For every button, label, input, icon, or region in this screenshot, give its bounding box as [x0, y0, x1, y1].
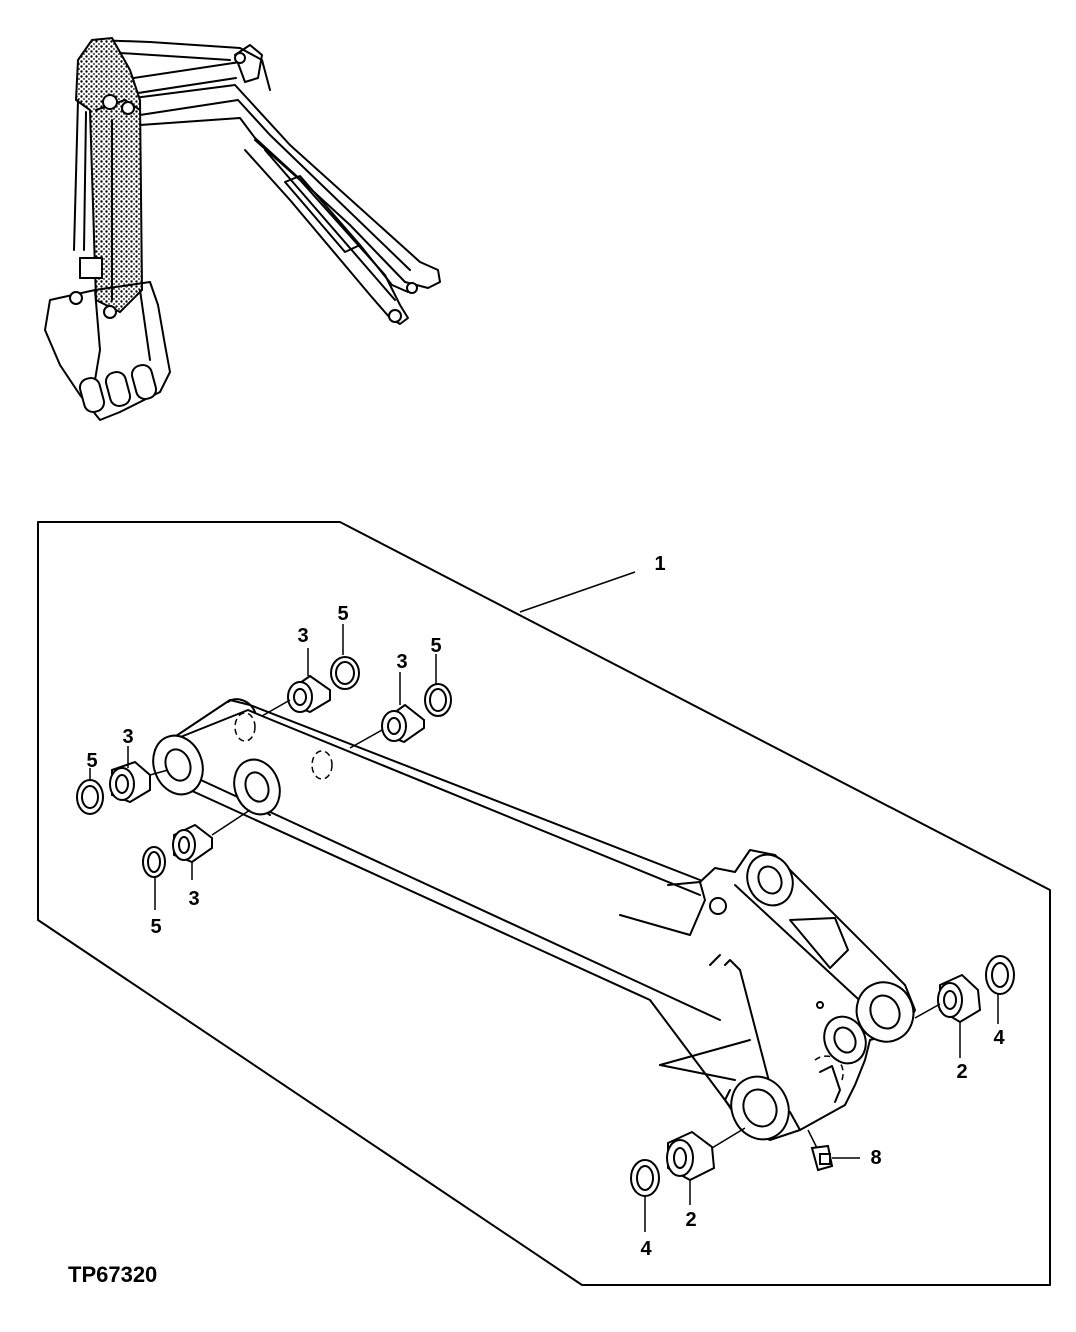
callout-5-top-b: 5 [430, 635, 441, 657]
washer-top-b [424, 683, 452, 717]
callout-3-left-a: 3 [122, 726, 133, 748]
bushing-top-b [349, 703, 425, 749]
callout-1: 1 [654, 553, 665, 575]
bushing-left-a [109, 760, 169, 804]
callout-5-left-a: 5 [86, 750, 97, 772]
leader-lines [89, 571, 999, 1232]
callout-5-left-b: 5 [150, 916, 161, 938]
callout-3-left-b: 3 [188, 888, 199, 910]
detail-frame [37, 521, 1051, 1286]
callout-3-top-a: 3 [297, 625, 308, 647]
bushing-end-bottom [666, 1127, 746, 1182]
bushing-end-right [914, 973, 982, 1024]
figure-code: TP67320 [68, 1262, 157, 1287]
callout-3-top-b: 3 [396, 651, 407, 673]
callout-8: 8 [870, 1147, 881, 1169]
callout-5-top-a: 5 [337, 603, 348, 625]
callout-2-bottom: 2 [685, 1209, 696, 1231]
washer-end-bottom [630, 1159, 660, 1197]
bushing-left-b [172, 809, 251, 864]
washer-end-right [985, 955, 1015, 995]
callout-2-right: 2 [956, 1061, 967, 1083]
bushing-top-a [261, 674, 331, 717]
washer-left-b [142, 846, 166, 878]
callout-4-bottom: 4 [640, 1238, 652, 1260]
grease-fitting [807, 1129, 834, 1172]
locator-excavator-illustration [44, 36, 441, 421]
arm-assembly [152, 698, 916, 1141]
washer-left-a [76, 779, 104, 815]
washer-top-a [330, 656, 360, 690]
callout-4-right: 4 [993, 1027, 1005, 1049]
